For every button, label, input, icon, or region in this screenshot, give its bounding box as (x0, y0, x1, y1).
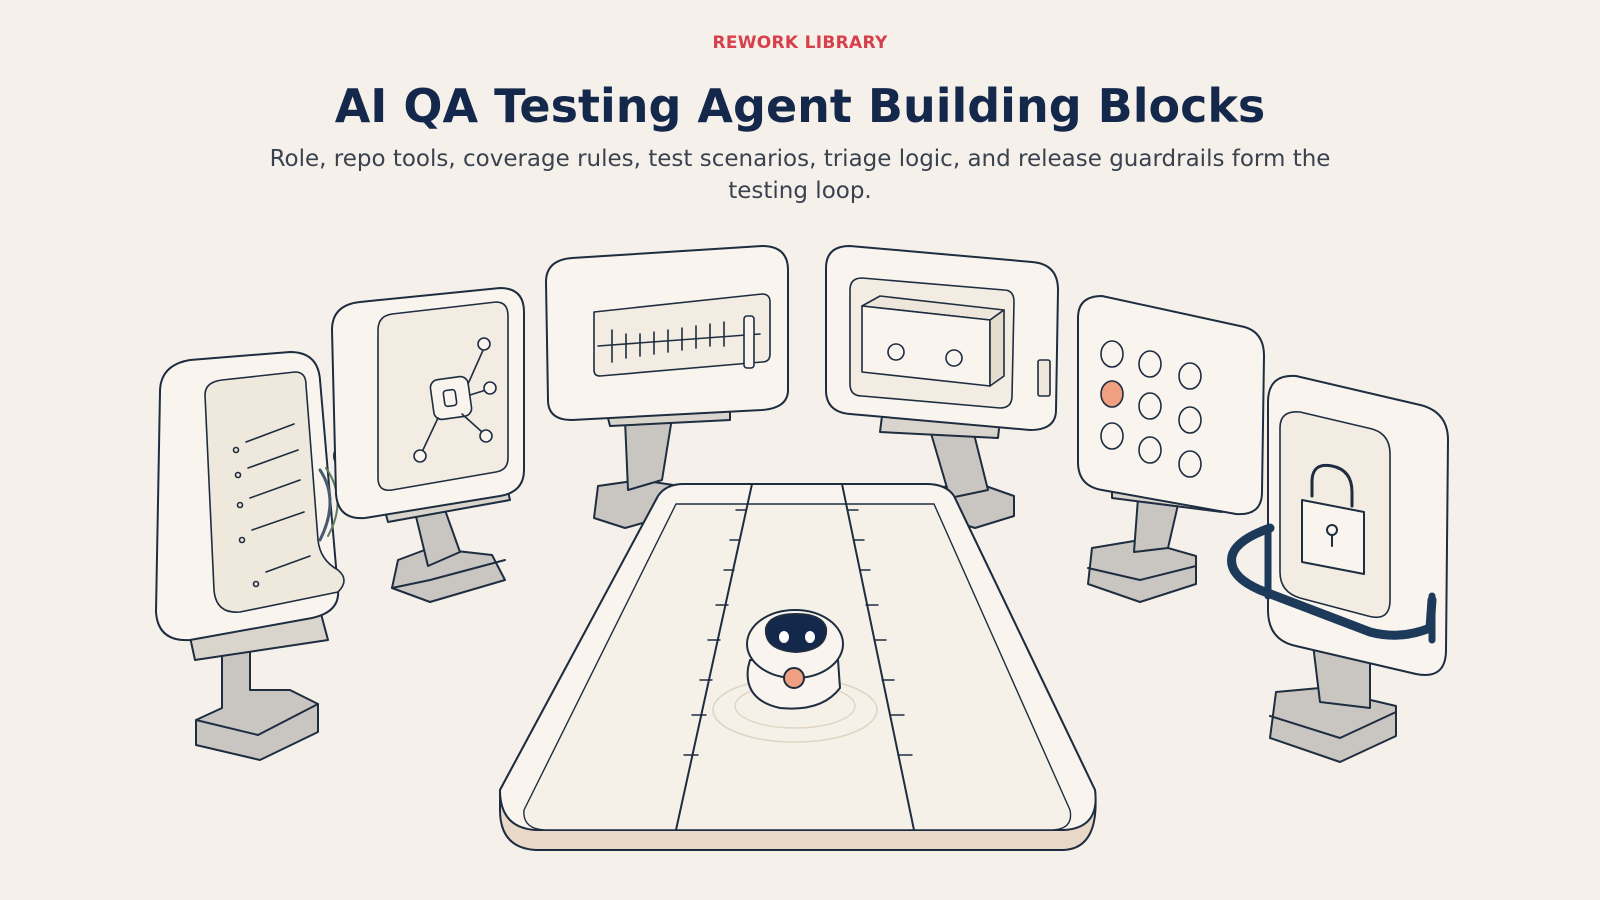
page-subtitle: Role, repo tools, coverage rules, test s… (269, 146, 1331, 204)
dotgrid-panel (1077, 295, 1265, 603)
document-panel (155, 351, 359, 761)
lock-panel (1227, 374, 1449, 763)
document-icon (232, 423, 311, 588)
page-title: AI QA Testing Agent Building Blocks (334, 79, 1266, 133)
test-box-icon (861, 295, 1051, 397)
gauge-panel (545, 245, 789, 529)
padlock-icon (1301, 463, 1365, 575)
robot-agent-icon (712, 609, 878, 743)
track-ticks (683, 509, 913, 756)
ruler-gauge-icon (593, 293, 771, 377)
eyebrow-label: REWORK LIBRARY (712, 33, 888, 53)
network-panel (331, 287, 525, 603)
guardrail (1227, 523, 1437, 640)
dot-grid-icon (1100, 340, 1202, 478)
network-hub-icon (413, 337, 497, 463)
